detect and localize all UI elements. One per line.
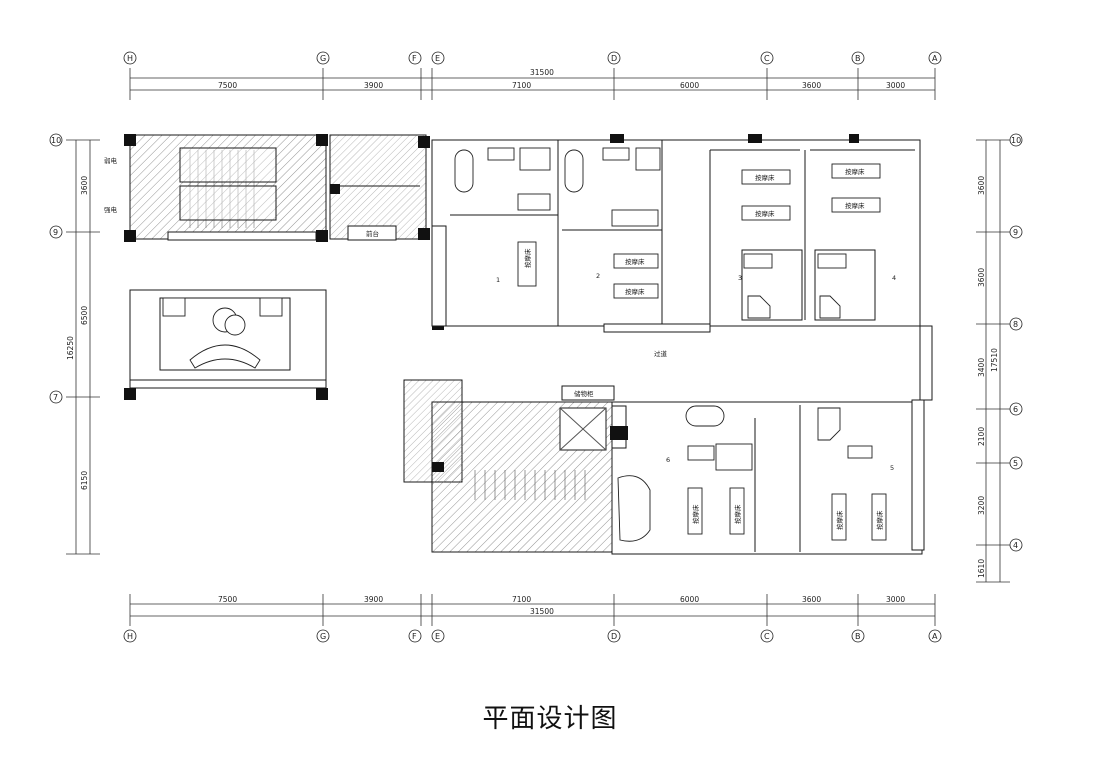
axis-G-bottom: G [320, 632, 326, 641]
right-dim-6: 1610 [977, 559, 986, 578]
bottom-total-dim: 31500 [530, 607, 554, 616]
axis-5-right: 5 [1013, 459, 1018, 468]
left-dim-2: 6500 [80, 306, 89, 325]
lower-block [403, 379, 925, 555]
axis-8-right: 8 [1013, 320, 1018, 329]
axis-D-bottom: D [611, 632, 617, 641]
right-total-dim: 17510 [990, 348, 999, 372]
lounge-furniture [162, 297, 283, 369]
top-dim-3: 7100 [512, 81, 531, 90]
bottom-dim-4: 6000 [680, 595, 699, 604]
bed-label-4: 按摩床 [755, 173, 775, 182]
axis-7-left: 7 [53, 393, 58, 402]
axis-G-top: G [320, 54, 326, 63]
corridor-window [919, 325, 933, 401]
drawing-title: 平面设计图 [482, 704, 618, 734]
bed-label-8: 按摩床 [691, 504, 700, 524]
room-6-label: 6 [666, 456, 670, 464]
bed-label-3: 按摩床 [625, 287, 645, 296]
right-dim-5: 3200 [977, 496, 986, 515]
top-dim-2: 3900 [364, 81, 383, 90]
top-dim-1: 7500 [218, 81, 237, 90]
storage-label: 储物柜 [574, 389, 594, 398]
label-strong-current: 强电 [104, 205, 118, 214]
massage-beds-lower [687, 487, 887, 541]
bed-label-2: 按摩床 [625, 257, 645, 266]
right-dimensions [976, 139, 1010, 583]
bed-label-1: 按摩床 [523, 248, 532, 268]
axis-6-right: 6 [1013, 405, 1018, 414]
bottom-dim-5: 3600 [802, 595, 821, 604]
room-4-label: 4 [892, 274, 896, 282]
top-dim-5: 3600 [802, 81, 821, 90]
axis-10-right: 10 [1011, 136, 1021, 145]
axis-4-right: 4 [1013, 541, 1018, 550]
axis-A-bottom: A [932, 632, 938, 641]
columns-upper [610, 134, 859, 143]
right-dim-1: 3600 [977, 176, 986, 195]
right-dim-2: 3600 [977, 268, 986, 287]
lower-stair-treads [474, 470, 586, 500]
bottom-dimensions [129, 594, 936, 626]
top-dimensions [129, 68, 936, 100]
left-total-dim: 16250 [66, 336, 75, 360]
label-front-desk: 前台 [366, 229, 379, 238]
columns-lower [432, 426, 628, 472]
axis-C-top: C [764, 54, 770, 63]
left-dim-3: 6150 [80, 471, 89, 490]
room-2-label: 2 [596, 272, 600, 280]
axis-A-top: A [932, 54, 938, 63]
bed-label-11: 按摩床 [875, 510, 884, 530]
lower-fixtures [617, 405, 873, 542]
axis-E-bottom: E [435, 632, 440, 641]
room-3-label: 3 [738, 274, 742, 282]
left-wing [129, 134, 427, 389]
massage-beds-upper [517, 163, 881, 299]
bottom-dim-2: 3900 [364, 595, 383, 604]
top-axis-bubbles [123, 51, 942, 65]
left-dim-1: 3600 [80, 176, 89, 195]
bottom-dim-1: 7500 [218, 595, 237, 604]
bed-label-7: 按摩床 [845, 201, 865, 210]
bed-label-5: 按摩床 [755, 209, 775, 218]
right-dim-3: 3400 [977, 358, 986, 377]
axis-C-bottom: C [764, 632, 770, 641]
bottom-axis-bubbles [123, 629, 942, 643]
bottom-dim-3: 7100 [512, 595, 531, 604]
axis-F-bottom: F [412, 632, 417, 641]
bed-label-6: 按摩床 [845, 167, 865, 176]
bed-label-10: 按摩床 [835, 510, 844, 530]
bed-label-9: 按摩床 [733, 504, 742, 524]
axis-F-top: F [412, 54, 417, 63]
left-dimensions [66, 139, 100, 555]
corridor-label: 过道 [654, 349, 668, 358]
bottom-dim-6: 3000 [886, 595, 905, 604]
axis-H-bottom: H [127, 632, 133, 641]
left-axis-bubbles [49, 133, 63, 404]
upper-rooms [431, 139, 921, 333]
axis-B-bottom: B [855, 632, 861, 641]
axis-9-right: 9 [1013, 228, 1018, 237]
axis-B-top: B [855, 54, 861, 63]
room-1-label: 1 [496, 276, 500, 284]
axis-E-top: E [435, 54, 440, 63]
top-dim-6: 3000 [886, 81, 905, 90]
axis-9-left: 9 [53, 228, 58, 237]
label-weak-current: 弱电 [104, 156, 118, 165]
upper-fixtures [454, 147, 847, 319]
axis-D-top: D [611, 54, 617, 63]
top-total-dim: 31500 [530, 68, 554, 77]
room-5-label: 5 [890, 464, 894, 472]
axis-H-top: H [127, 54, 133, 63]
right-dim-4: 2100 [977, 427, 986, 446]
top-dim-4: 6000 [680, 81, 699, 90]
right-axis-bubbles [1009, 133, 1023, 552]
axis-10-left: 10 [51, 136, 61, 145]
